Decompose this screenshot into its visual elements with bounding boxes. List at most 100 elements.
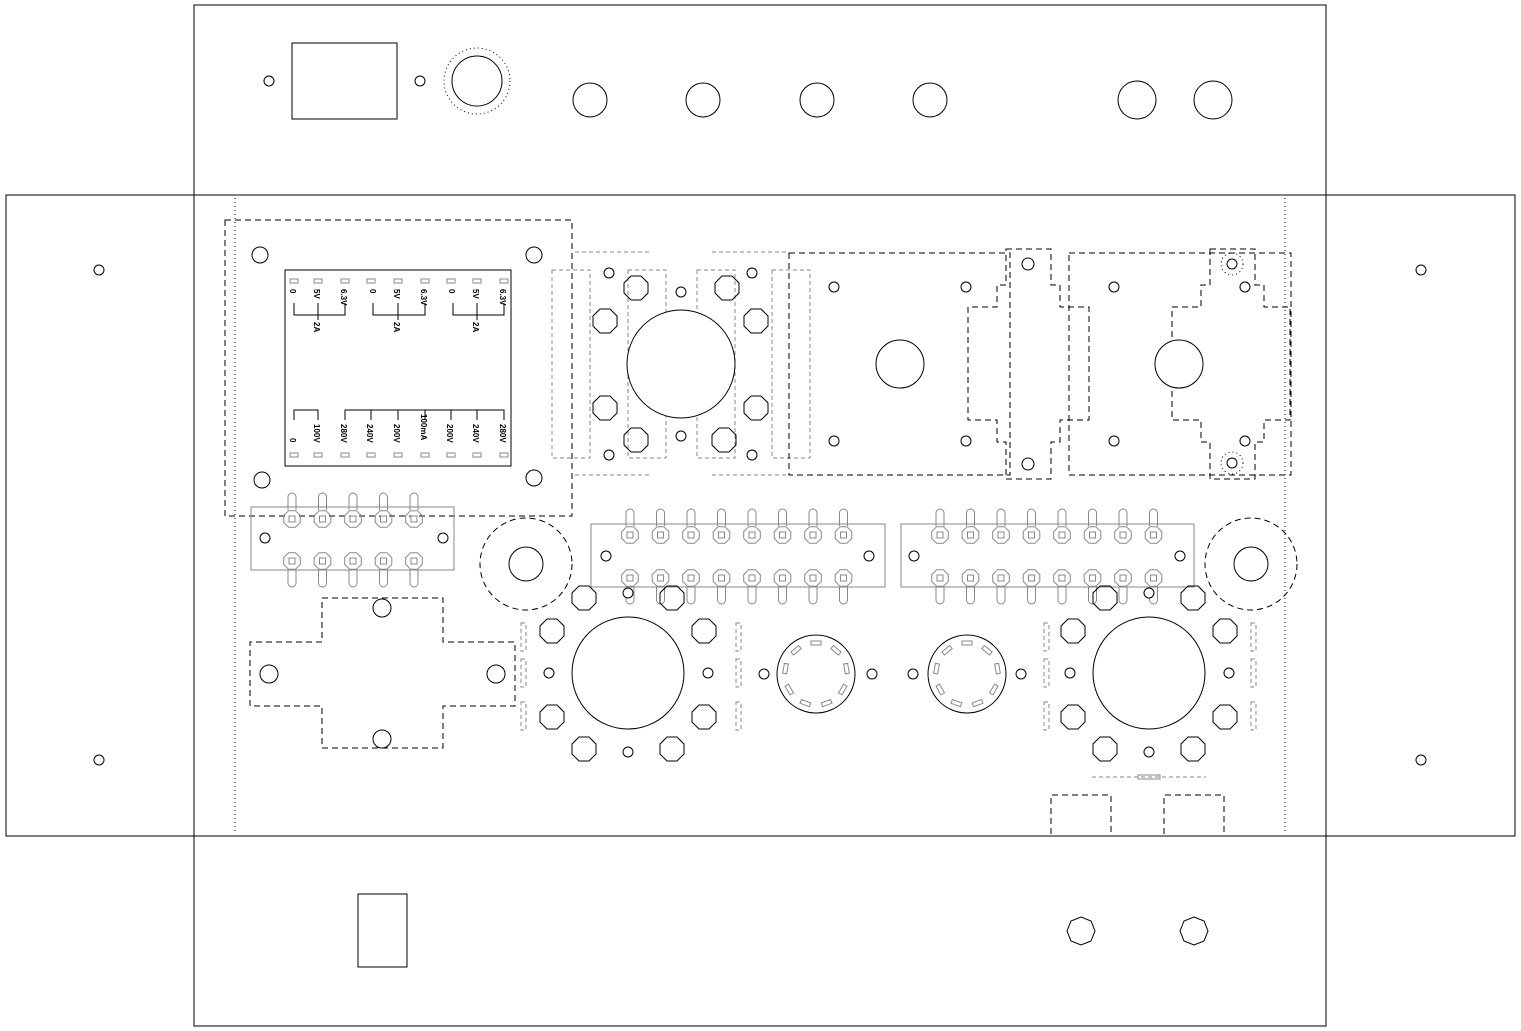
current-label: 2A [392, 322, 401, 332]
lug-tab [348, 492, 358, 510]
screw-hole [908, 550, 920, 562]
tap-pad [499, 452, 509, 458]
tap-label: 6.3V [339, 289, 348, 306]
tap-pad [313, 452, 323, 458]
tap-label: 200V [392, 424, 401, 443]
screw-hole [828, 281, 840, 293]
lug-pad [405, 552, 423, 570]
screw-hole [1108, 435, 1120, 447]
output-transformer-left [788, 252, 1011, 476]
pilot-lamp-hole [451, 55, 503, 107]
small-tube-socket-left [758, 634, 878, 714]
screw-hole [758, 668, 770, 680]
lug-eye [936, 574, 944, 582]
screw-hole [1015, 668, 1027, 680]
screw-hole [675, 286, 687, 298]
lug-eye [779, 574, 786, 582]
lug-tab [717, 508, 726, 526]
capacitor-hole [508, 546, 544, 582]
lug-eye [840, 531, 847, 539]
tap-pad [446, 452, 456, 458]
slot [1043, 701, 1050, 731]
output-transformer-wire-hole [875, 339, 925, 389]
screw-hole [1108, 281, 1120, 293]
tap-label: 5V [392, 289, 401, 299]
lug-pad [834, 526, 853, 544]
lug-tab [686, 587, 696, 605]
pot-hole [1060, 618, 1086, 644]
output-transformer-footprint [788, 252, 1011, 476]
screw-hole [746, 267, 758, 279]
lug-tab [318, 570, 327, 588]
lug-pad [682, 526, 700, 544]
pot-hole [1212, 704, 1238, 730]
pot-hole [1092, 585, 1118, 611]
lug-eye [997, 574, 1005, 582]
lug-tab [839, 508, 848, 526]
output-transformer-footprint [1068, 252, 1292, 476]
lug-pad [773, 526, 792, 544]
transformer-mount-hole [253, 471, 271, 489]
capacitor-hole [592, 395, 618, 421]
lug-eye [349, 515, 357, 523]
power-tube-socket-left [520, 585, 742, 762]
lug-tab [935, 587, 945, 605]
tap-pad [446, 278, 456, 284]
lug-pad [712, 569, 731, 587]
lug-tab [287, 570, 297, 588]
tap-label: 5V [312, 289, 321, 299]
screw-hole [603, 449, 615, 461]
lug-eye [410, 515, 418, 523]
slot [1043, 622, 1050, 652]
lug-pad [374, 510, 393, 528]
control-hole [572, 82, 608, 118]
pot-hole [1212, 618, 1238, 644]
slot [1043, 658, 1050, 688]
screw-hole [622, 746, 634, 758]
slot [735, 701, 742, 731]
tube-socket-hole [1092, 616, 1206, 730]
screw-hole [675, 430, 687, 442]
lug-eye [1150, 531, 1157, 539]
control-hole [685, 82, 721, 118]
lug-pad [344, 552, 362, 570]
lug-eye [967, 531, 974, 539]
lug-tab [966, 508, 975, 526]
control-hole [912, 82, 948, 118]
pin-slot [830, 644, 842, 656]
tap-pad [472, 278, 482, 284]
power-transformer: 0 5V 6.3V 0 5V 6.3V 0 5V 6.3V 2A 2A 2A 0… [224, 219, 573, 517]
choke-mount [551, 251, 811, 476]
choke-bracket-outline [551, 269, 591, 459]
pin-slot [810, 640, 822, 646]
pin-slot [820, 698, 833, 708]
slot [1250, 658, 1257, 688]
lug-pad [992, 526, 1010, 544]
bracket-outline [249, 597, 516, 749]
pot-hole [1180, 585, 1206, 611]
terminal-strip-board [900, 523, 1195, 588]
transformer-window [284, 269, 512, 467]
output-transformer-bracket [967, 248, 1090, 480]
lug-eye [319, 515, 326, 523]
lug-eye [809, 574, 817, 582]
screw-hole [437, 532, 449, 544]
lug-tab [747, 508, 757, 526]
bottom-tap-pads [289, 452, 509, 458]
lug-eye [1119, 574, 1127, 582]
lug-pad [1083, 526, 1102, 544]
tap-pad [289, 452, 299, 458]
lug-tab [1149, 508, 1158, 526]
pot-hole [571, 736, 597, 762]
screw-hole [702, 667, 714, 679]
pin-slot [988, 683, 999, 696]
current-label: 2A [471, 322, 480, 332]
lug-pad [283, 510, 301, 528]
lug-eye [687, 574, 695, 582]
pin-slot [981, 644, 993, 656]
terminal-strip-center-left [590, 508, 886, 605]
tap-label: 0 [288, 289, 297, 294]
socket-pin-slots [782, 640, 850, 708]
tap-label: 5V [471, 289, 480, 299]
mount-hole [486, 664, 506, 684]
